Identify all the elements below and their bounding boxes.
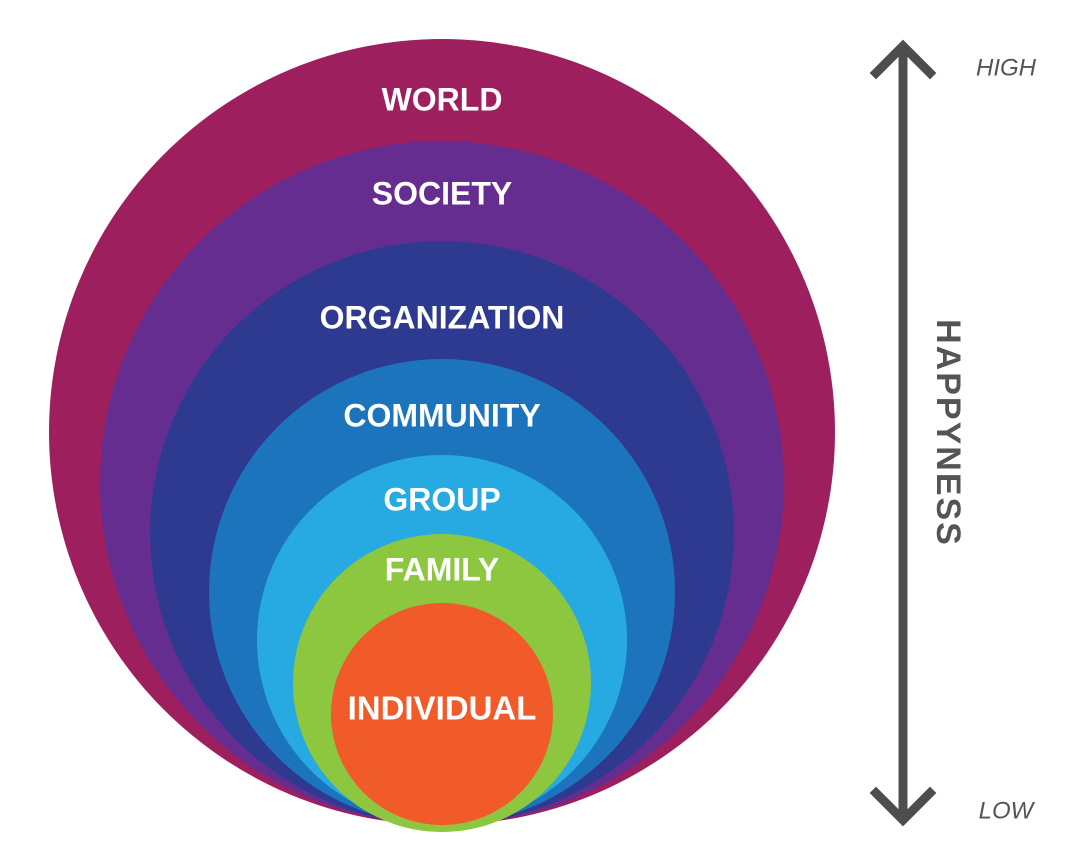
ring-labels: WORLD SOCIETY ORGANIZATION COMMUNITY GRO…: [320, 81, 565, 726]
scale-axis-label: HAPPYNESS: [929, 319, 967, 547]
label-community: COMMUNITY: [343, 397, 540, 433]
label-group: GROUP: [383, 481, 500, 517]
label-individual: INDIVIDUAL: [348, 690, 537, 727]
label-organization: ORGANIZATION: [320, 299, 565, 335]
arrow-up-icon: [869, 39, 937, 80]
scale-high-label: HIGH: [976, 54, 1037, 81]
ring-individual: [331, 603, 553, 825]
label-society: SOCIETY: [372, 175, 512, 211]
label-world: WORLD: [382, 81, 503, 117]
scale-low-label: LOW: [979, 797, 1036, 824]
happiness-scale: HIGH LOW HAPPYNESS: [869, 39, 1037, 827]
arrow-down-icon: [869, 786, 937, 827]
ring-group: [49, 39, 835, 832]
label-family: FAMILY: [385, 551, 499, 587]
